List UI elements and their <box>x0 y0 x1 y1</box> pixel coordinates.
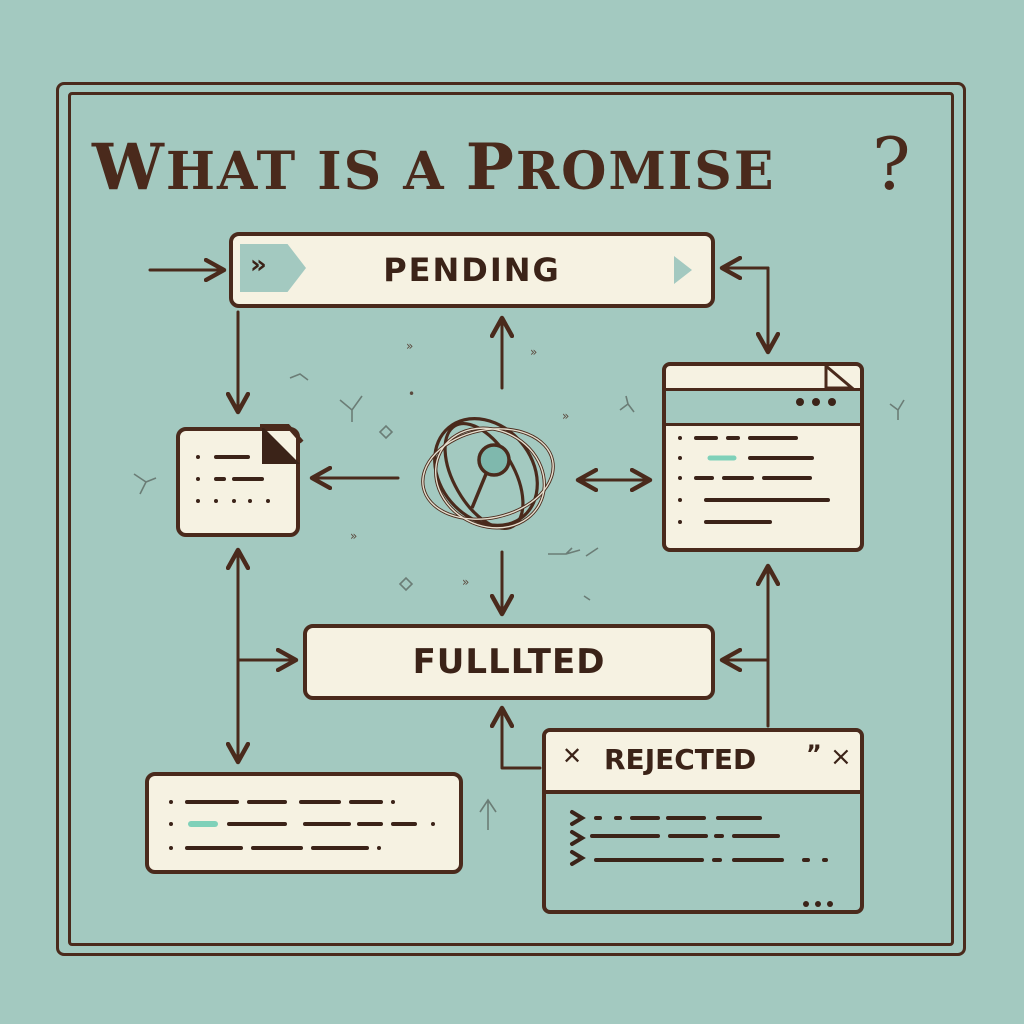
close-icon: × <box>830 742 852 772</box>
fulfilled-state-box: FULLLTED <box>303 624 715 700</box>
document-fold-icon <box>260 424 304 464</box>
code-list-icon <box>169 800 435 850</box>
question-mark: ? <box>872 122 911 206</box>
rejected-quote-mark: ” <box>806 740 822 768</box>
pending-state-box: PENDING <box>229 232 715 308</box>
rejected-header <box>546 732 860 794</box>
rejected-error-icon: ✕ <box>562 742 583 770</box>
error-window-icon <box>570 810 833 907</box>
outer-frame <box>56 82 966 956</box>
rejected-window-card <box>542 728 864 914</box>
title-part-1: W <box>92 130 166 205</box>
document-icon <box>196 455 270 503</box>
pending-label: PENDING <box>383 251 561 289</box>
fulfilled-label: FULLLTED <box>412 642 606 682</box>
pending-chevrons-icon: » <box>250 250 267 280</box>
code-list-card <box>145 772 463 874</box>
window-title-bar <box>666 388 860 426</box>
inner-frame <box>68 92 954 946</box>
pending-right-arrow-icon <box>674 256 692 284</box>
title-part-4: ROMISE <box>515 141 776 202</box>
arrow-rejected-to-fulfilled <box>502 708 542 770</box>
diagram-title: WHAT IS A PROMISE <box>92 128 775 208</box>
browser-window-icon <box>678 366 857 524</box>
browser-window-card <box>662 362 864 552</box>
title-part-2: HAT IS A <box>165 141 466 202</box>
title-part-3: P <box>465 130 516 205</box>
rejected-label: REJECTED <box>604 743 757 776</box>
